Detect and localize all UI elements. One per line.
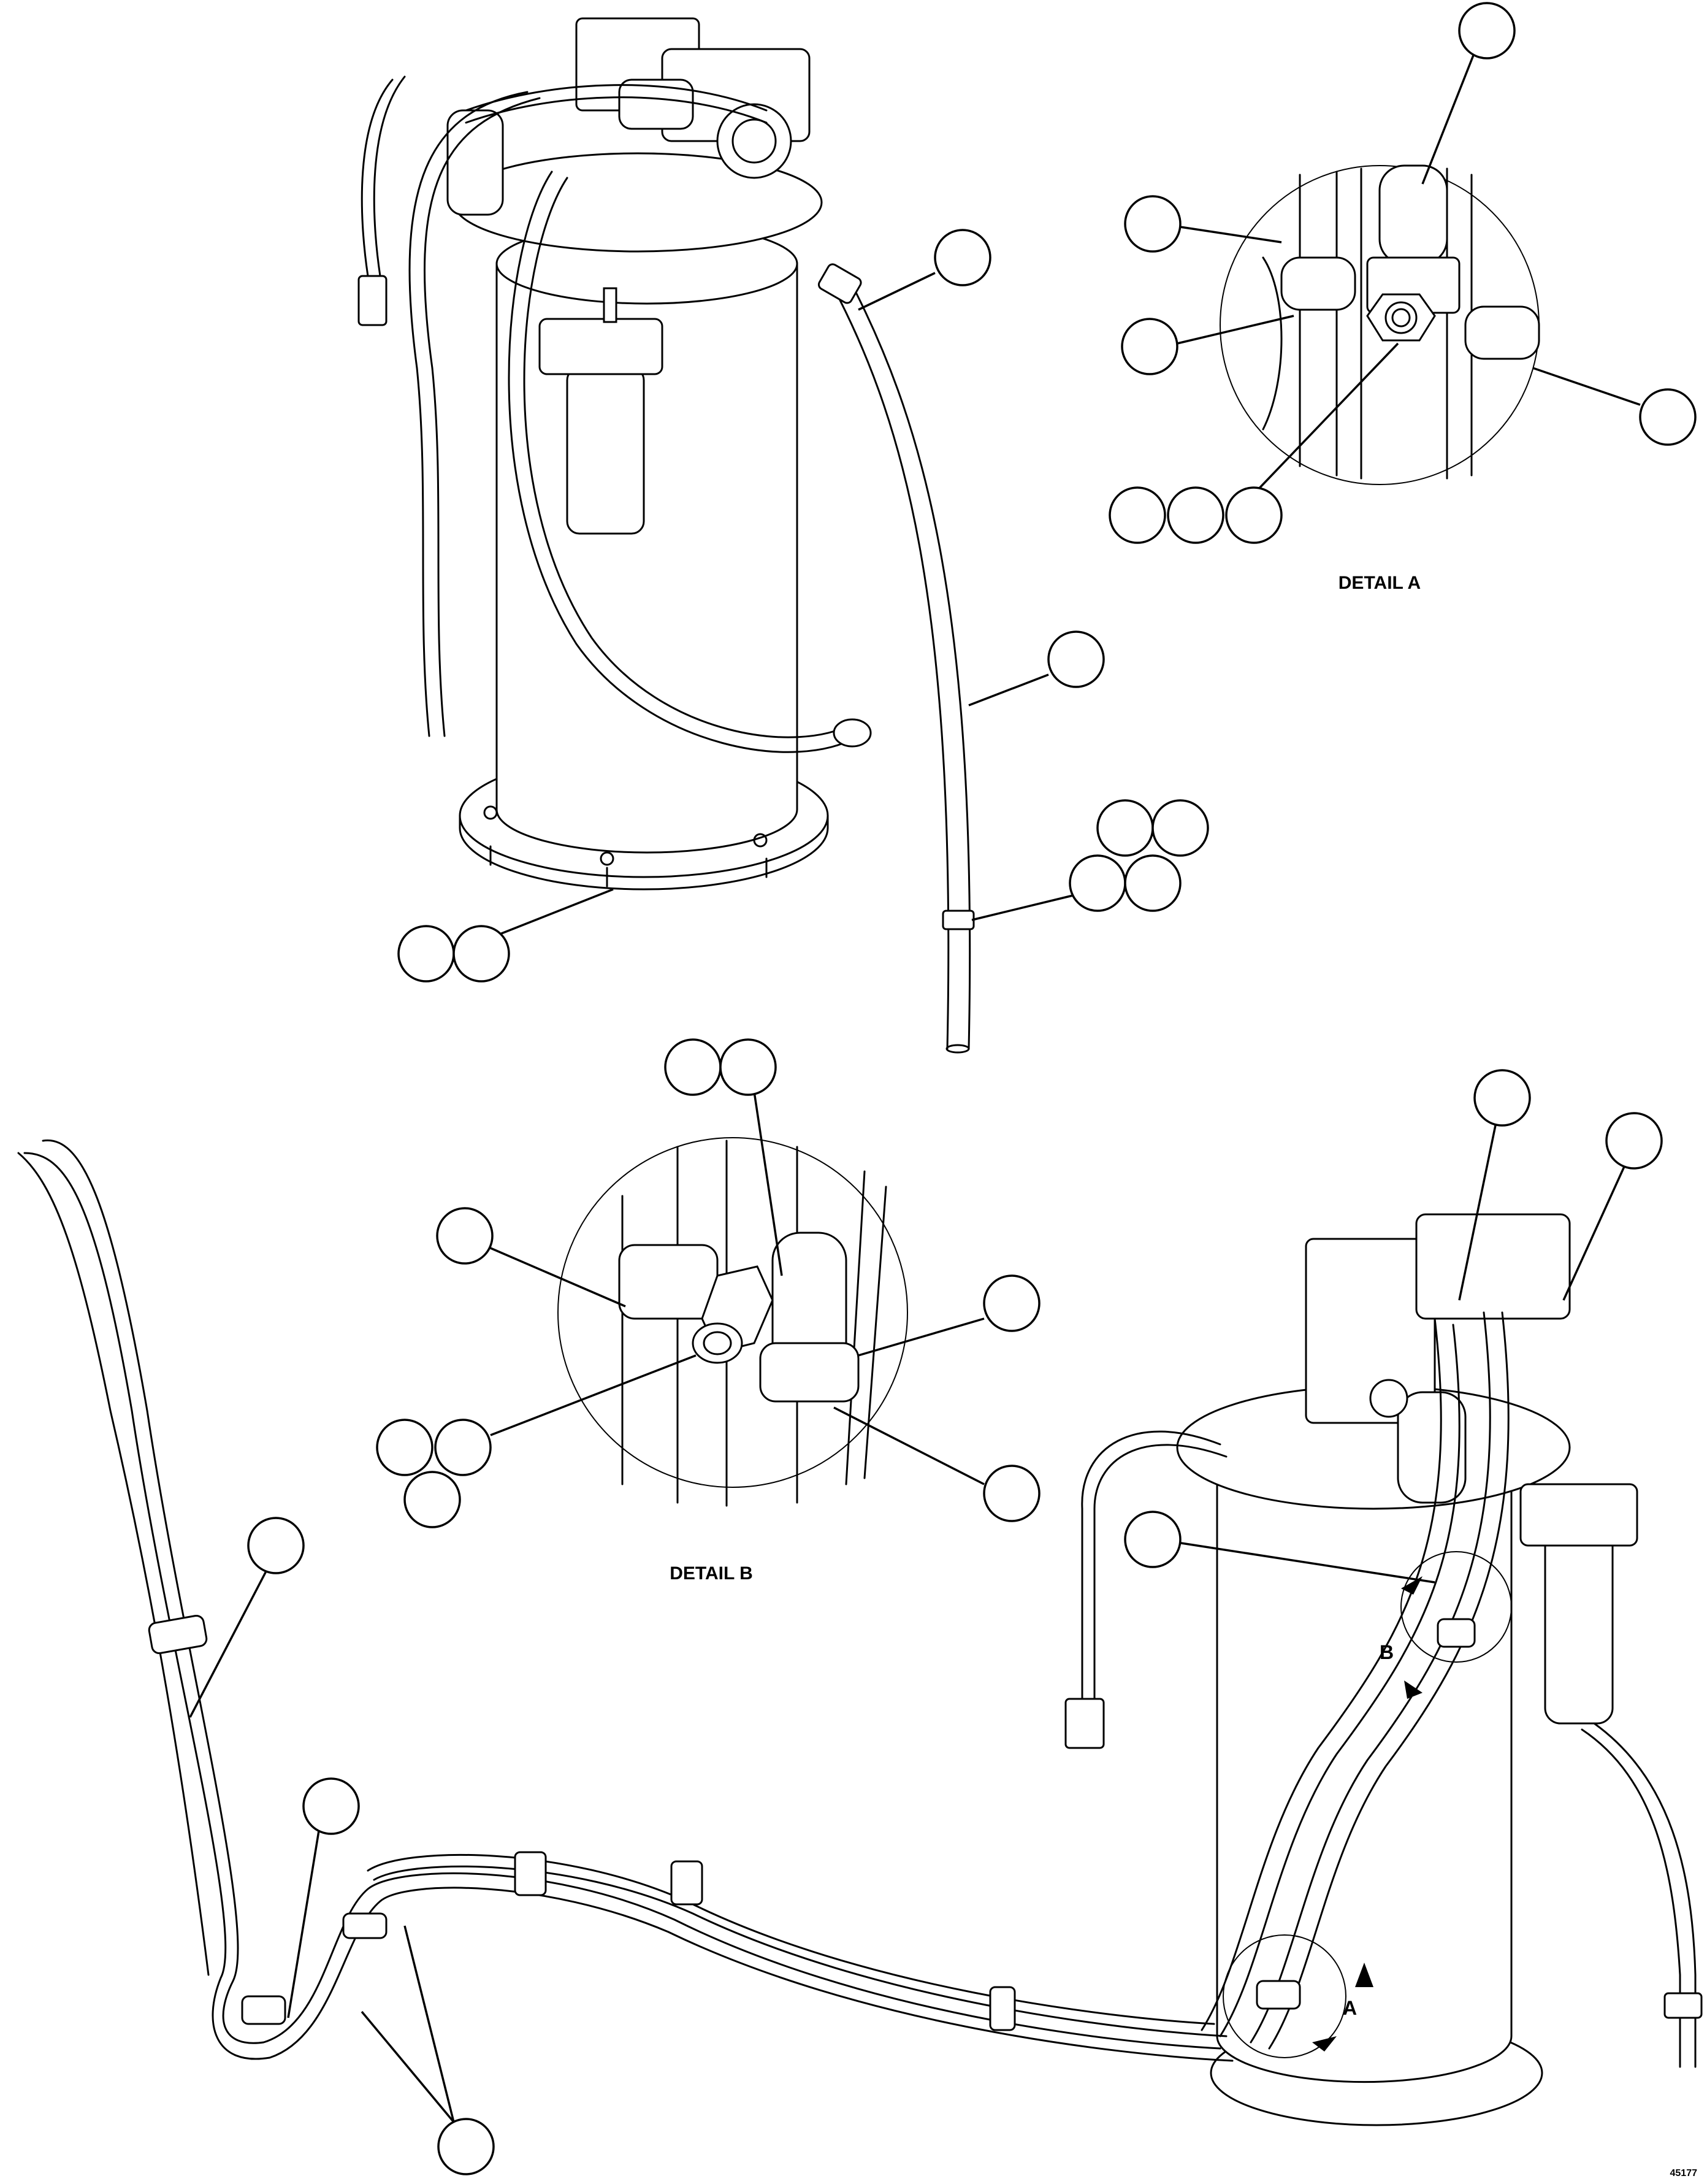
- view-marker-b: B: [1380, 1641, 1394, 1663]
- callout-bubble: [983, 1274, 1041, 1332]
- callout-bubble: [247, 1517, 305, 1574]
- callout-bubble: [397, 925, 455, 983]
- callout-bubble: [1124, 854, 1182, 912]
- callout-bubble: [1473, 1069, 1531, 1127]
- detail-a-title: DETAIL A: [1338, 573, 1421, 593]
- callout-bubble: [934, 229, 991, 286]
- callout-bubble: [1121, 318, 1178, 375]
- callout-bubble: [453, 925, 510, 983]
- callout-bubble: [403, 1471, 461, 1528]
- detail-b-view: DETAIL B: [557, 1137, 908, 1584]
- callout-bubble: [719, 1038, 777, 1096]
- callout-bubble: [1069, 854, 1126, 912]
- callout-bubble: [1605, 1112, 1663, 1170]
- detail-a-view: DETAIL A: [1220, 164, 1540, 593]
- callout-bubble: [1096, 799, 1154, 857]
- callout-bubble: [1167, 486, 1224, 544]
- figure-id: 45177: [1670, 2168, 1698, 2178]
- callout-bubble: [1109, 486, 1166, 544]
- view-marker-a: A: [1343, 1997, 1357, 2019]
- callout-bubble: [434, 1419, 492, 1476]
- callout-bubble: [437, 2118, 495, 2175]
- top-tank-assembly: [357, 17, 975, 1054]
- callout-bubbles: [189, 2, 1697, 2175]
- callout-bubble: [302, 1777, 360, 1835]
- callout-bubble: [1124, 195, 1182, 253]
- callout-bubble: [436, 1207, 494, 1265]
- callout-bubble: [1151, 799, 1209, 857]
- callout-bubble: [1458, 2, 1516, 59]
- callout-bubble: [983, 1465, 1041, 1522]
- callout-bubble: [1225, 486, 1283, 544]
- callout-bubble: [376, 1419, 433, 1476]
- callout-bubble: [1639, 388, 1697, 446]
- callout-bubble: [1047, 630, 1105, 688]
- bottom-tank-assembly: A B: [17, 1139, 1703, 2126]
- callout-bubble: [1124, 1511, 1182, 1568]
- detail-b-title: DETAIL B: [670, 1563, 753, 1584]
- callout-bubble: [664, 1038, 722, 1096]
